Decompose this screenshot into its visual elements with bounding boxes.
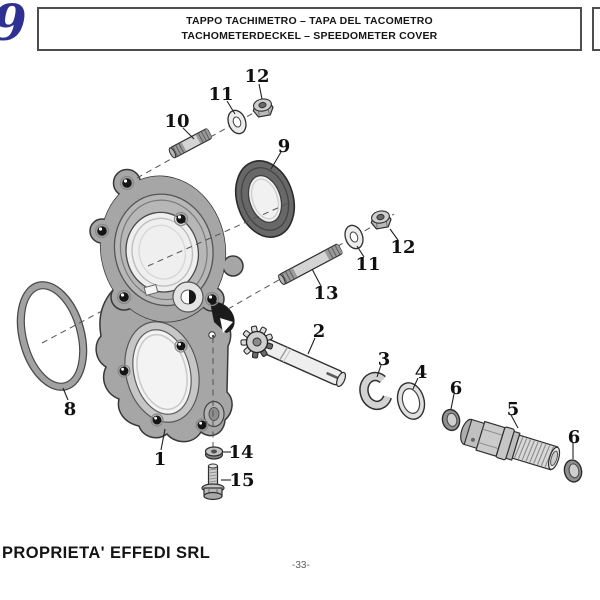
- leader-line-seal-washer: [412, 377, 419, 390]
- axis-line-seal: [147, 201, 292, 267]
- title-box: TAPPO TACHIMETRO – TAPA DEL TACOMETRO TA…: [37, 7, 582, 51]
- part-12-nut-top: [252, 98, 274, 118]
- leader-line-gasket-ring: [62, 387, 69, 401]
- pinion-gear: [240, 325, 274, 359]
- part-label-3-c-washer: 3: [378, 349, 391, 370]
- leader-line-stud-long: [311, 268, 322, 287]
- part-1-speedometer-cover: [89, 168, 244, 443]
- leader-line-drive-gear-shaft: [307, 337, 316, 355]
- part-label-13-stud-long: 13: [313, 283, 338, 304]
- part-label-9-oil-seal: 9: [278, 136, 291, 157]
- part-6-bushing-left: [441, 408, 461, 432]
- part-label-11-washer-mid: 11: [355, 254, 380, 275]
- part-8-gasket-ring: [16, 281, 88, 391]
- part-4-seal-washer: [396, 382, 426, 420]
- part-label-15-flange-bolt: 15: [229, 470, 254, 491]
- leader-line-nut-mid: [389, 228, 399, 241]
- part-2-drive-gear-shaft: [240, 325, 347, 388]
- leader-line-speedometer-cover: [160, 428, 166, 451]
- part-label-14-lock-washer: 14: [228, 442, 253, 463]
- leader-line-bushing-left: [450, 393, 455, 410]
- part-label-12-nut-mid: 12: [390, 237, 415, 258]
- part-label-10-stud-short: 10: [164, 111, 189, 132]
- part-label-4-seal-washer: 4: [415, 362, 428, 383]
- part-9-oil-seal: [234, 160, 296, 238]
- leader-line-washer-top: [226, 100, 236, 115]
- part-14-lock-washer: [204, 446, 224, 460]
- part-label-5-cable-fitting: 5: [507, 399, 520, 420]
- part-label-2-drive-gear-shaft: 2: [313, 321, 326, 342]
- part-15-flange-bolt: [201, 463, 225, 501]
- leader-line-oil-seal: [270, 151, 282, 170]
- leader-line-nut-top: [258, 83, 263, 100]
- part-3-c-washer: [359, 371, 392, 411]
- page-corner-number: 9: [0, 0, 27, 48]
- cover-bolt-holes: [94, 175, 220, 432]
- part-5-cable-fitting: [460, 418, 561, 471]
- adjacent-page-box: [592, 7, 600, 51]
- part-label-11-washer-top: 11: [208, 84, 233, 105]
- part-label-1-speedometer-cover: 1: [154, 449, 167, 470]
- title-line-2: TACHOMETERDECKEL – SPEEDOMETER COVER: [181, 29, 438, 42]
- part-13-stud-long: [278, 243, 343, 285]
- part-6-bushing-right: [563, 459, 583, 483]
- leader-line-washer-mid: [356, 245, 365, 258]
- part-10-stud-short: [168, 128, 213, 159]
- part-label-6-bushing-left: 6: [450, 378, 463, 399]
- part-label-12-nut-top: 12: [244, 66, 269, 87]
- page-number: -33-: [292, 560, 310, 571]
- title-line-1: TAPPO TACHIMETRO – TAPA DEL TACOMETRO: [186, 15, 433, 28]
- proprietary-notice: PROPRIETA' EFFEDI SRL: [2, 544, 211, 562]
- part-label-6-bushing-right: 6: [568, 427, 581, 448]
- leader-line-c-washer: [376, 364, 382, 378]
- part-11-washer-top: [227, 109, 247, 135]
- leader-line-cable-fitting: [510, 414, 519, 429]
- part-12-nut-mid: [370, 210, 392, 230]
- part-11-washer-mid: [344, 224, 364, 250]
- part-label-8-gasket-ring: 8: [64, 399, 77, 420]
- leader-line-stud-short: [182, 127, 195, 140]
